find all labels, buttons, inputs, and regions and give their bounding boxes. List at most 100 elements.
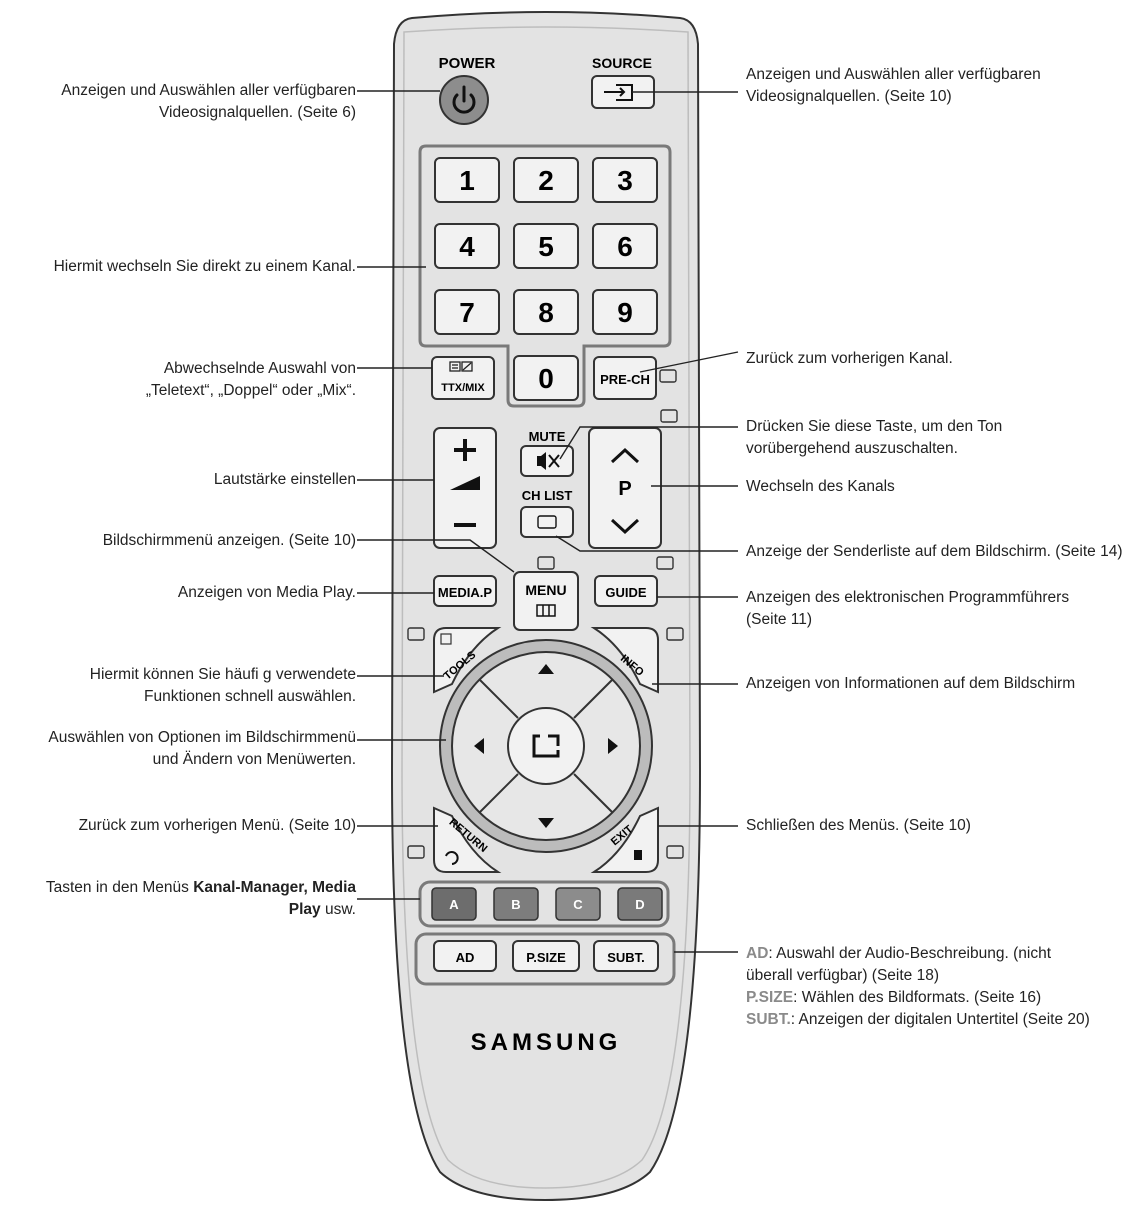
p-size-label: P.SIZE (526, 950, 566, 965)
annotation-source: Anzeigen und Auswählen aller verfügbaren… (746, 66, 1041, 105)
return-button[interactable] (433, 806, 502, 873)
digit-label: 3 (617, 165, 633, 196)
pre-ch-button[interactable] (593, 356, 657, 400)
digit-button-3[interactable] (592, 157, 658, 203)
mute-label: MUTE (529, 429, 566, 444)
subt-button[interactable] (593, 940, 659, 972)
volume-icon (450, 476, 480, 490)
color-button-label: D (635, 897, 644, 912)
channel-rocker[interactable] (588, 427, 662, 549)
teletext-size-icon (407, 845, 425, 859)
enter-icon (532, 734, 560, 758)
digit-label: 2 (538, 165, 554, 196)
digit-button-4[interactable] (434, 223, 500, 269)
annotation-exit: Schließen des Menüs. (Seite 10) (746, 817, 971, 834)
annotation-digits: Hiermit wechseln Sie direkt zu einem Kan… (53, 258, 356, 275)
channel-down-icon (610, 518, 640, 535)
info-button[interactable] (590, 627, 659, 694)
guide-label: GUIDE (605, 585, 647, 600)
color-button-d[interactable] (617, 887, 663, 921)
color-button-label: B (511, 897, 520, 912)
teletext-cancel-icon (666, 845, 684, 859)
mute-icon (537, 452, 560, 470)
annotation-chlist: Anzeige der Senderliste auf dem Bildschi… (746, 543, 1123, 560)
power-label: POWER (439, 55, 496, 72)
color-button-b[interactable] (493, 887, 539, 921)
menu-grid-icon (536, 604, 556, 617)
source-label: SOURCE (592, 55, 652, 71)
volume-up-icon (454, 439, 476, 461)
digit-button-8[interactable] (513, 289, 579, 335)
annotation-function-keys: AD: Auswahl der Audio-Beschreibung. (nic… (746, 945, 1090, 1028)
annotation-color-keys: Tasten in den Menüs Kanal-Manager, Media… (45, 879, 356, 918)
teletext-icon (449, 361, 473, 372)
remote-inner-edge (401, 26, 691, 1189)
digit-label: 4 (459, 231, 475, 262)
annotation-prech: Zurück zum vorherigen Kanal. (746, 350, 953, 367)
color-button-c[interactable] (555, 887, 601, 921)
mute-button[interactable] (520, 445, 574, 477)
color-button-a[interactable] (431, 887, 477, 921)
teletext-page-icon (660, 409, 678, 423)
ad-label: AD (456, 950, 475, 965)
digit-button-7[interactable] (434, 289, 500, 335)
channel-p-label: P (618, 478, 631, 500)
chlist-icon (537, 515, 557, 529)
return-icon (445, 851, 459, 865)
annotation-return: Zurück zum vorherigen Menü. (Seite 10) (78, 817, 356, 834)
p-size-button[interactable] (512, 940, 580, 972)
ch-list-button[interactable] (520, 506, 574, 538)
media-p-label: MEDIA.P (438, 585, 493, 600)
teletext-index-icon (537, 556, 555, 570)
annotation-channel: Wechseln des Kanals (746, 478, 895, 495)
annotation-menu: Bildschirmmenü anzeigen. (Seite 10) (102, 532, 356, 549)
digit-button-0[interactable] (513, 355, 579, 401)
exit-icon (634, 850, 642, 860)
enter-button[interactable] (507, 707, 585, 785)
subt-label: SUBT. (607, 950, 645, 965)
color-button-label: C (573, 897, 583, 912)
digit-label: 9 (617, 297, 633, 328)
subtitle-teletext-icon (659, 369, 677, 383)
nav-left-button[interactable] (474, 738, 484, 754)
leader-lines (357, 90, 739, 953)
digit-button-1[interactable] (434, 157, 500, 203)
tools-icon (440, 633, 452, 645)
ad-button[interactable] (433, 940, 497, 972)
digit-label: 1 (459, 165, 475, 196)
guide-button[interactable] (594, 575, 658, 607)
nav-down-button[interactable] (538, 818, 554, 828)
nav-right-button[interactable] (608, 738, 618, 754)
digit-label: 6 (617, 231, 633, 262)
power-icon (452, 85, 476, 114)
digit-label: 7 (459, 297, 475, 328)
digit-button-2[interactable] (513, 157, 579, 203)
digit-label: 8 (538, 297, 554, 328)
menu-button[interactable] (513, 571, 579, 631)
ttx-mix-label: TTX/MIX (441, 382, 485, 394)
media-p-button[interactable] (433, 575, 497, 607)
annotation-ttx: Abwechselnde Auswahl von„Teletext“, „Dop… (145, 360, 356, 399)
digit-button-9[interactable] (592, 289, 658, 335)
digit-label: 5 (538, 231, 554, 262)
annotation-mediap: Anzeigen von Media Play. (177, 584, 356, 601)
annotation-guide: Anzeigen des elektronischen Programmführ… (746, 589, 1070, 628)
color-button-label: A (449, 897, 459, 912)
digit-button-6[interactable] (592, 223, 658, 269)
color-keys-frame (418, 880, 670, 928)
function-keys-frame (414, 932, 676, 986)
number-pad-frame (418, 144, 672, 408)
nav-up-button[interactable] (538, 664, 554, 674)
digit-label: 0 (538, 363, 554, 394)
menu-label: MENU (525, 582, 566, 598)
teletext-hold-icon (656, 556, 674, 570)
channel-up-icon (610, 447, 640, 464)
ttx-mix-button[interactable] (431, 356, 495, 400)
annotation-info: Anzeigen von Informationen auf dem Bilds… (746, 675, 1076, 692)
ch-list-label: CH LIST (522, 488, 573, 503)
digit-button-5[interactable] (513, 223, 579, 269)
annotation-nav: Auswählen von Optionen im Bildschirmmenü… (48, 729, 356, 768)
